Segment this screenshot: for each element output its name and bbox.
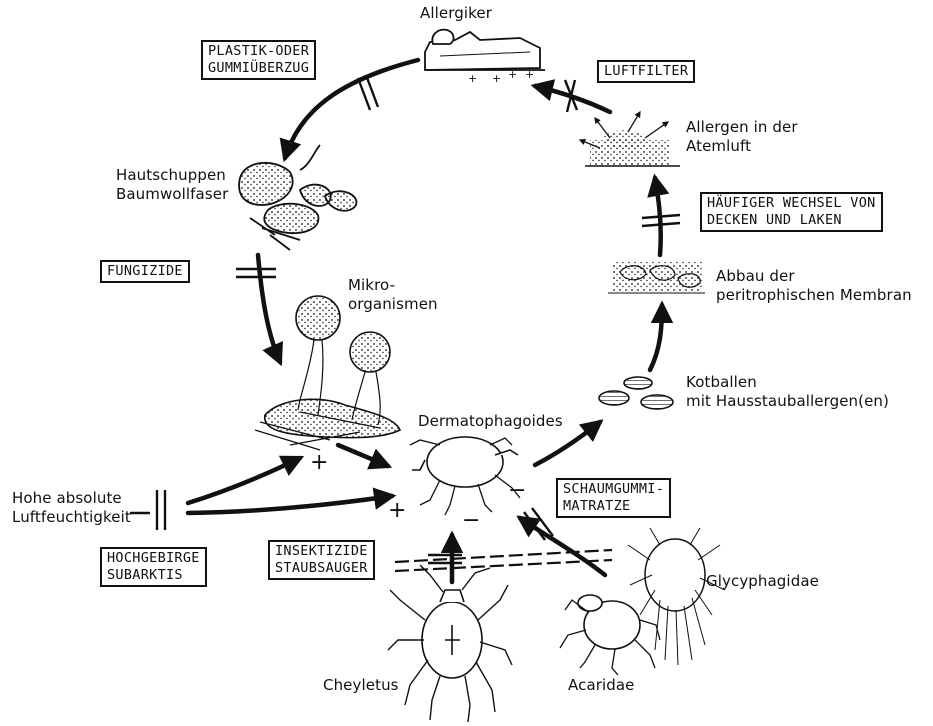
kotballen-line-1: Kotballen — [686, 373, 889, 392]
schaumgummi-line-1: SCHAUMGUMMI- — [563, 481, 664, 498]
luftfilter-line-1: LUFTFILTER — [604, 63, 688, 80]
insektizide-dashes — [395, 550, 612, 571]
cheyletus-label: Cheyletus — [323, 676, 399, 695]
dermatophagoides-mite — [410, 437, 520, 515]
allergen-line-1: Allergen in der — [686, 118, 798, 137]
mikro-label: Mikro- organismen — [348, 276, 438, 314]
haeufiger-box: HÄUFIGER WECHSEL VON DECKEN UND LAKEN — [700, 192, 883, 232]
hautschuppen-label: Hautschuppen Baumwollfaser — [116, 166, 228, 204]
plastik-box: PLASTIK-ODER GUMMIÜBERZUG — [201, 40, 316, 80]
acaridae-label: Acaridae — [568, 676, 635, 695]
glycy-label: Glycyphagidae — [706, 572, 819, 591]
hohe-label: Hohe absolute Luftfeuchtigkeit — [12, 489, 131, 527]
insektizide-line-1: INSEKTIZIDE — [275, 543, 368, 560]
hohe-line-1: Hohe absolute — [12, 489, 131, 508]
hautschuppen-line-1: Hautschuppen — [116, 166, 228, 185]
minus-sign-glycy: − — [508, 480, 526, 502]
minus-sign-cheyletus: − — [462, 510, 480, 532]
abbau-label: Abbau der peritrophischen Membran — [716, 267, 912, 305]
cheyletus-mite — [388, 565, 512, 722]
glycyphagidae-mite — [628, 528, 725, 665]
mikro-line-2: organismen — [348, 295, 438, 314]
allergiker-figure — [425, 30, 545, 70]
luftfilter-box: LUFTFILTER — [597, 60, 695, 83]
allergiker-label: Allergiker — [420, 4, 492, 23]
svg-text:+: + — [492, 72, 501, 85]
allergen-label: Allergen in der Atemluft — [686, 118, 798, 156]
svg-text:+: + — [525, 68, 534, 81]
hochgebirge-box: HOCHGEBIRGE SUBARKTIS — [100, 547, 207, 587]
fungizide-box: FUNGIZIDE — [100, 260, 190, 283]
arrow-mikro-to-dermato — [338, 445, 388, 466]
kotballen-label: Kotballen mit Hausstauballergen(en) — [686, 373, 889, 411]
kotballen-line-2: mit Hausstauballergen(en) — [686, 392, 889, 411]
arrow-hautschuppen-to-mikro — [258, 255, 280, 362]
fungizide-line-1: FUNGIZIDE — [107, 263, 183, 280]
insektizide-line-2: STAUBSAUGER — [275, 560, 368, 577]
svg-text:+: + — [508, 68, 517, 81]
kotballen — [599, 377, 673, 409]
plus-sign-dermato: + — [388, 500, 406, 522]
abbau-line-1: Abbau der — [716, 267, 912, 286]
allergen-cloud — [580, 112, 680, 166]
abbau-line-2: peritrophischen Membran — [716, 286, 912, 305]
haeufiger-line-2: DECKEN UND LAKEN — [707, 212, 876, 229]
haeufiger-line-1: HÄUFIGER WECHSEL VON — [707, 195, 876, 212]
schaumgummi-line-2: MATRATZE — [563, 498, 664, 515]
hautschuppen-line-2: Baumwollfaser — [116, 185, 228, 204]
hohe-line-2: Luftfeuchtigkeit — [12, 508, 131, 527]
plastik-line-2: GUMMIÜBERZUG — [208, 60, 309, 77]
arrow-hohe-to-mikro — [188, 458, 300, 503]
plastik-line-1: PLASTIK-ODER — [208, 43, 309, 60]
insektizide-box: INSEKTIZIDE STAUBSAUGER — [268, 540, 375, 580]
hochgebirge-line-1: HOCHGEBIRGE — [107, 550, 200, 567]
plus-sign-mikro: + — [310, 452, 328, 474]
hochgebirge-line-2: SUBARKTIS — [107, 567, 200, 584]
schaumgummi-box: SCHAUMGUMMI- MATRATZE — [556, 478, 671, 518]
svg-text:+: + — [468, 72, 477, 85]
dermato-label: Dermatophagoides — [418, 412, 563, 431]
membran-fragments — [608, 262, 705, 293]
arrow-glycy-to-dermato — [520, 518, 605, 575]
arrow-hohe-to-dermato — [188, 496, 392, 513]
mikro-line-1: Mikro- — [348, 276, 438, 295]
mikroorganismen — [255, 296, 400, 450]
hautschuppen-blobs — [239, 145, 356, 250]
arrow-kotballen-to-abbau — [650, 305, 662, 370]
allergen-line-2: Atemluft — [686, 137, 798, 156]
